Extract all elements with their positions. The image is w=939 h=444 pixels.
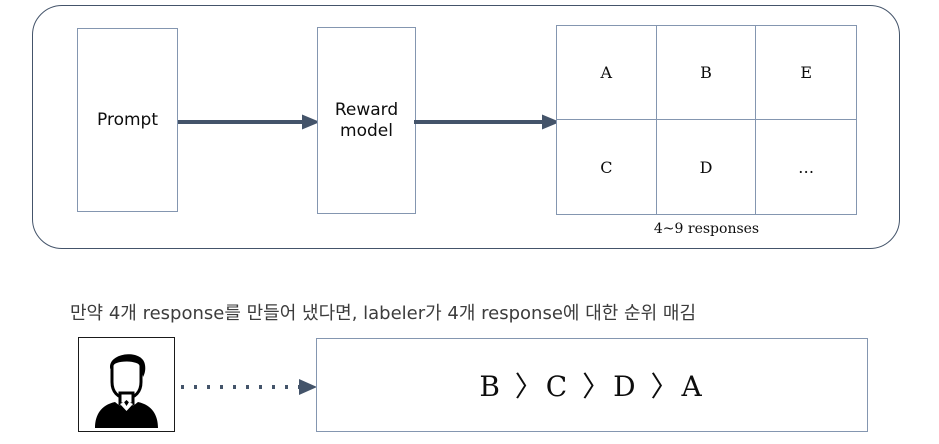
ranking-result-text: B 〉C 〉D 〉A: [479, 370, 705, 403]
table-cell: D: [657, 120, 757, 214]
responses-table: A B E C D …: [556, 25, 857, 215]
table-cell: A: [557, 26, 657, 120]
arrow-reward-model-to-responses: [414, 114, 560, 130]
person-silhouette-icon: [95, 354, 158, 428]
labeler-avatar: [78, 337, 175, 432]
table-cell: E: [756, 26, 856, 120]
table-cell: B: [656, 26, 757, 120]
table-cell: …: [798, 157, 815, 177]
pipeline-group-outline: [32, 5, 900, 249]
reward-model-node[interactable]: Reward model: [317, 27, 416, 214]
ranking-result-box[interactable]: B 〉C 〉D 〉A: [316, 338, 868, 432]
labeler-note-text: 만약 4개 response를 만들어 냈다면, labeler가 4개 res…: [70, 303, 696, 324]
table-cell: C: [557, 120, 657, 214]
responses-table-caption: 4~9 responses: [653, 221, 760, 237]
arrow-labeler-to-ranking: [181, 379, 317, 395]
reward-model-node-label: Reward model: [334, 100, 399, 141]
arrow-prompt-to-reward-model: [178, 114, 320, 130]
prompt-node[interactable]: Prompt: [77, 28, 178, 212]
prompt-node-label: Prompt: [97, 109, 158, 130]
